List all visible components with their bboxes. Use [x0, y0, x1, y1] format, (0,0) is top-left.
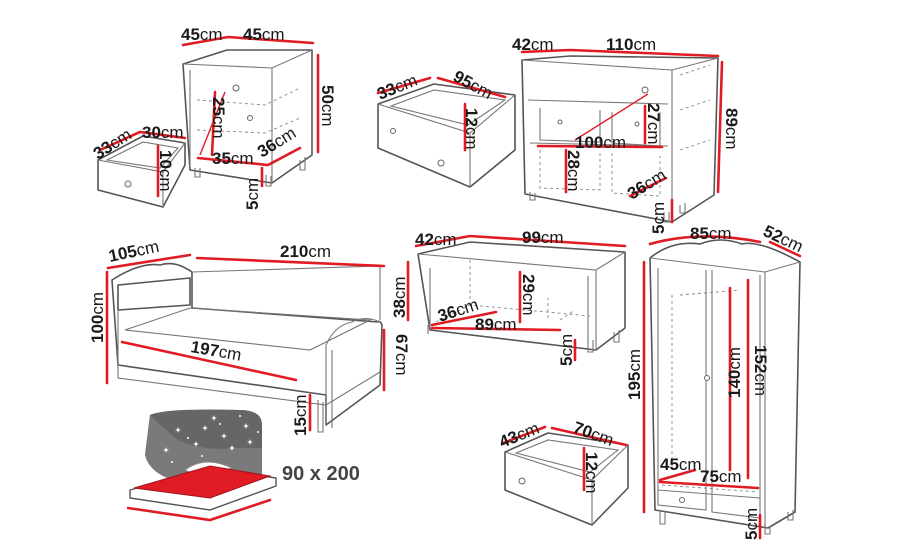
wardrobe-drawer — [501, 425, 629, 526]
wardrobe-drawer-height-label: 12cm — [582, 452, 601, 494]
chest-height-label: 38cm — [390, 276, 409, 318]
bed — [105, 253, 386, 433]
chest-depth-label: 42cm — [415, 230, 457, 249]
bed-inner-length-label: 197cm — [189, 337, 243, 365]
bedside-depth-label: 45cm — [181, 25, 223, 44]
mattress-size-label: 90 x 200 — [282, 463, 360, 485]
dresser-inner-width-label: 100cm — [575, 133, 626, 152]
wardrobe-inner-depth-label: 45cm — [660, 455, 702, 474]
bedside-inner-height-label: 25cm — [209, 97, 228, 139]
chest-width-label: 99cm — [522, 228, 564, 247]
bed-side-height-label: 67cm — [392, 334, 411, 376]
dresser-drawer-height-label: 12cm — [462, 108, 481, 150]
chest-inner-height-label: 29cm — [519, 274, 538, 316]
starfield — [163, 415, 259, 463]
dresser-leg-label: 5cm — [649, 202, 668, 234]
wardrobe-width-label: 85cm — [690, 224, 732, 243]
dresser — [520, 48, 724, 224]
dresser-width-label: 110cm — [606, 35, 656, 54]
wardrobe-hang-height-label: 140cm — [725, 347, 744, 398]
chest — [406, 234, 627, 362]
dresser-depth-label: 42cm — [512, 35, 554, 54]
bedside-drawer-height-label: 10cm — [156, 150, 175, 192]
wardrobe-inner-height-label: 152cm — [751, 345, 770, 396]
dresser-height-label: 89cm — [722, 108, 741, 150]
bedside-width-label: 45cm — [243, 25, 285, 44]
dresser-inner-bottom-height-label: 28cm — [564, 150, 583, 192]
bedside-leg-label: 5cm — [243, 178, 262, 210]
wardrobe-leg-label: 5cm — [742, 508, 761, 540]
bed-leg-label: 15cm — [291, 394, 310, 436]
wardrobe — [642, 235, 802, 540]
mattress-icon — [126, 409, 277, 522]
wardrobe-height-label: 195cm — [625, 349, 644, 400]
bedside-inner-width-label: 35cm — [212, 149, 254, 168]
chest-inner-width-label: 89cm — [475, 315, 517, 334]
chest-leg-label: 5cm — [557, 334, 576, 366]
bedside-drawer — [97, 130, 187, 208]
dresser-drawer — [376, 76, 516, 188]
bed-length-label: 210cm — [280, 242, 331, 261]
bedside-table — [181, 35, 320, 188]
bedside-drawer-width-label: 30cm — [142, 123, 184, 142]
bedside-height-label: 50cm — [318, 85, 337, 127]
wardrobe-inner-width-label: 75cm — [700, 467, 742, 486]
bed-height-label: 100cm — [88, 292, 107, 343]
dresser-inner-top-height-label: 27cm — [644, 103, 663, 145]
